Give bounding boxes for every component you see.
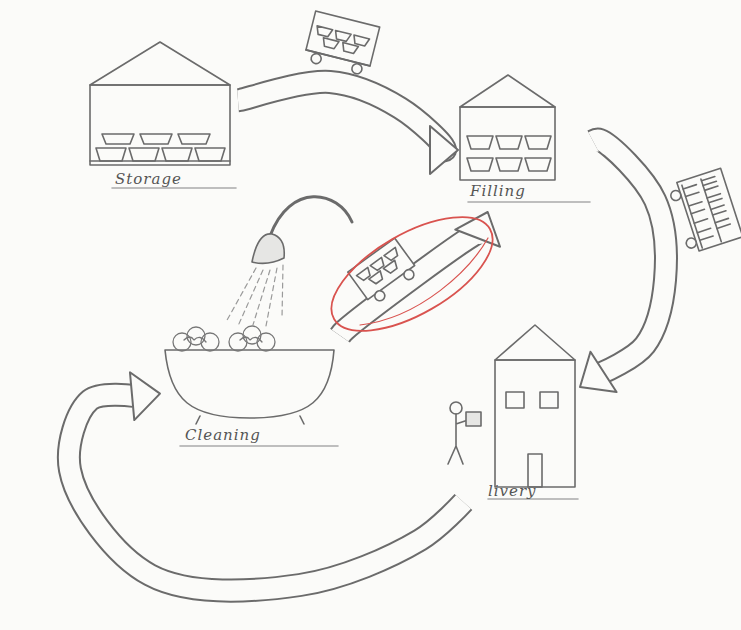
arrow-body: [238, 82, 445, 151]
stage-label: Storage: [115, 170, 182, 188]
stage-node: livery: [438, 322, 580, 502]
arrow-head: [430, 126, 458, 174]
truck-sketch: [306, 11, 380, 66]
stage-node: Filling: [458, 72, 593, 212]
node-outline: [506, 392, 524, 408]
truck-sketch: [373, 289, 387, 303]
node-outline: [201, 333, 219, 351]
node-outline: [96, 148, 225, 161]
arrow-head: [580, 352, 617, 392]
arrow-body: [340, 232, 480, 336]
shower-sketch: [252, 234, 284, 263]
truck-sketch: [351, 63, 363, 75]
node-outline: [495, 360, 575, 487]
truck-sketch: [306, 50, 370, 66]
truck-sketch: [667, 168, 741, 254]
node-outline: [460, 75, 590, 202]
node-outline: [184, 337, 262, 342]
node-outline: [243, 326, 261, 344]
truck-sketch: [402, 268, 416, 282]
arrow-head: [455, 212, 500, 247]
node-outline: [460, 107, 555, 180]
node-outline: [229, 333, 247, 351]
truck-sketch: [683, 177, 733, 241]
node-outline: [460, 75, 555, 107]
node-outline: [90, 160, 230, 162]
node-outline: [165, 350, 334, 418]
node-outline: [90, 85, 230, 165]
stage-label: Filling: [470, 182, 526, 200]
arrow-outline: [340, 232, 480, 336]
flow-arrow: [69, 372, 463, 590]
stage-node: Cleaning: [160, 320, 340, 450]
truck-sketch: [682, 179, 721, 248]
node-outline: [438, 322, 580, 502]
node-outline: [495, 325, 575, 360]
highlight-ring: [314, 194, 510, 353]
truck-sketch: [303, 11, 379, 76]
node-outline: [90, 42, 230, 85]
truck-sketch: [313, 26, 370, 57]
node-outline: [257, 333, 275, 351]
truck-sketch: [310, 53, 322, 65]
node-outline: [467, 158, 551, 171]
stage-label: Cleaning: [185, 426, 261, 444]
truck-sketch: [677, 168, 741, 251]
truck-sketch: [669, 189, 682, 202]
shower-sketch: [270, 197, 352, 236]
truck-sketch: [348, 238, 420, 307]
flow-arrow: [238, 82, 458, 174]
arrow-body: [69, 395, 463, 591]
flow-arrow: [580, 140, 666, 392]
shower-sketch: [226, 197, 352, 328]
node-outline: [90, 42, 236, 188]
node-outline: [196, 416, 304, 424]
node-outline: [173, 326, 275, 351]
arrow-outline: [238, 82, 445, 151]
node-outline: [448, 414, 468, 464]
node-outline: [466, 412, 481, 426]
shower-sketch: [226, 265, 283, 328]
arrow-head: [130, 372, 160, 420]
arrow-outline: [593, 140, 666, 373]
flow-arrow: [340, 212, 500, 336]
node-outline: [448, 325, 578, 499]
truck-sketch: [356, 247, 405, 290]
node-outline: [173, 333, 191, 351]
highlight-ring: [360, 238, 488, 325]
arrow-outline: [69, 395, 463, 591]
node-outline: [165, 326, 338, 446]
arrow-body: [593, 140, 666, 373]
node-outline: [450, 402, 462, 414]
node-outline: [102, 134, 210, 144]
node-outline: [468, 201, 590, 203]
node-outline: [88, 38, 238, 193]
stage-node: Storage: [88, 38, 238, 193]
truck-sketch: [348, 238, 415, 300]
node-outline: [540, 392, 558, 408]
stage-label: livery: [488, 482, 537, 500]
truck-sketch: [685, 237, 698, 250]
node-outline: [467, 136, 551, 149]
node-outline: [180, 445, 338, 447]
node-outline: [187, 327, 205, 345]
